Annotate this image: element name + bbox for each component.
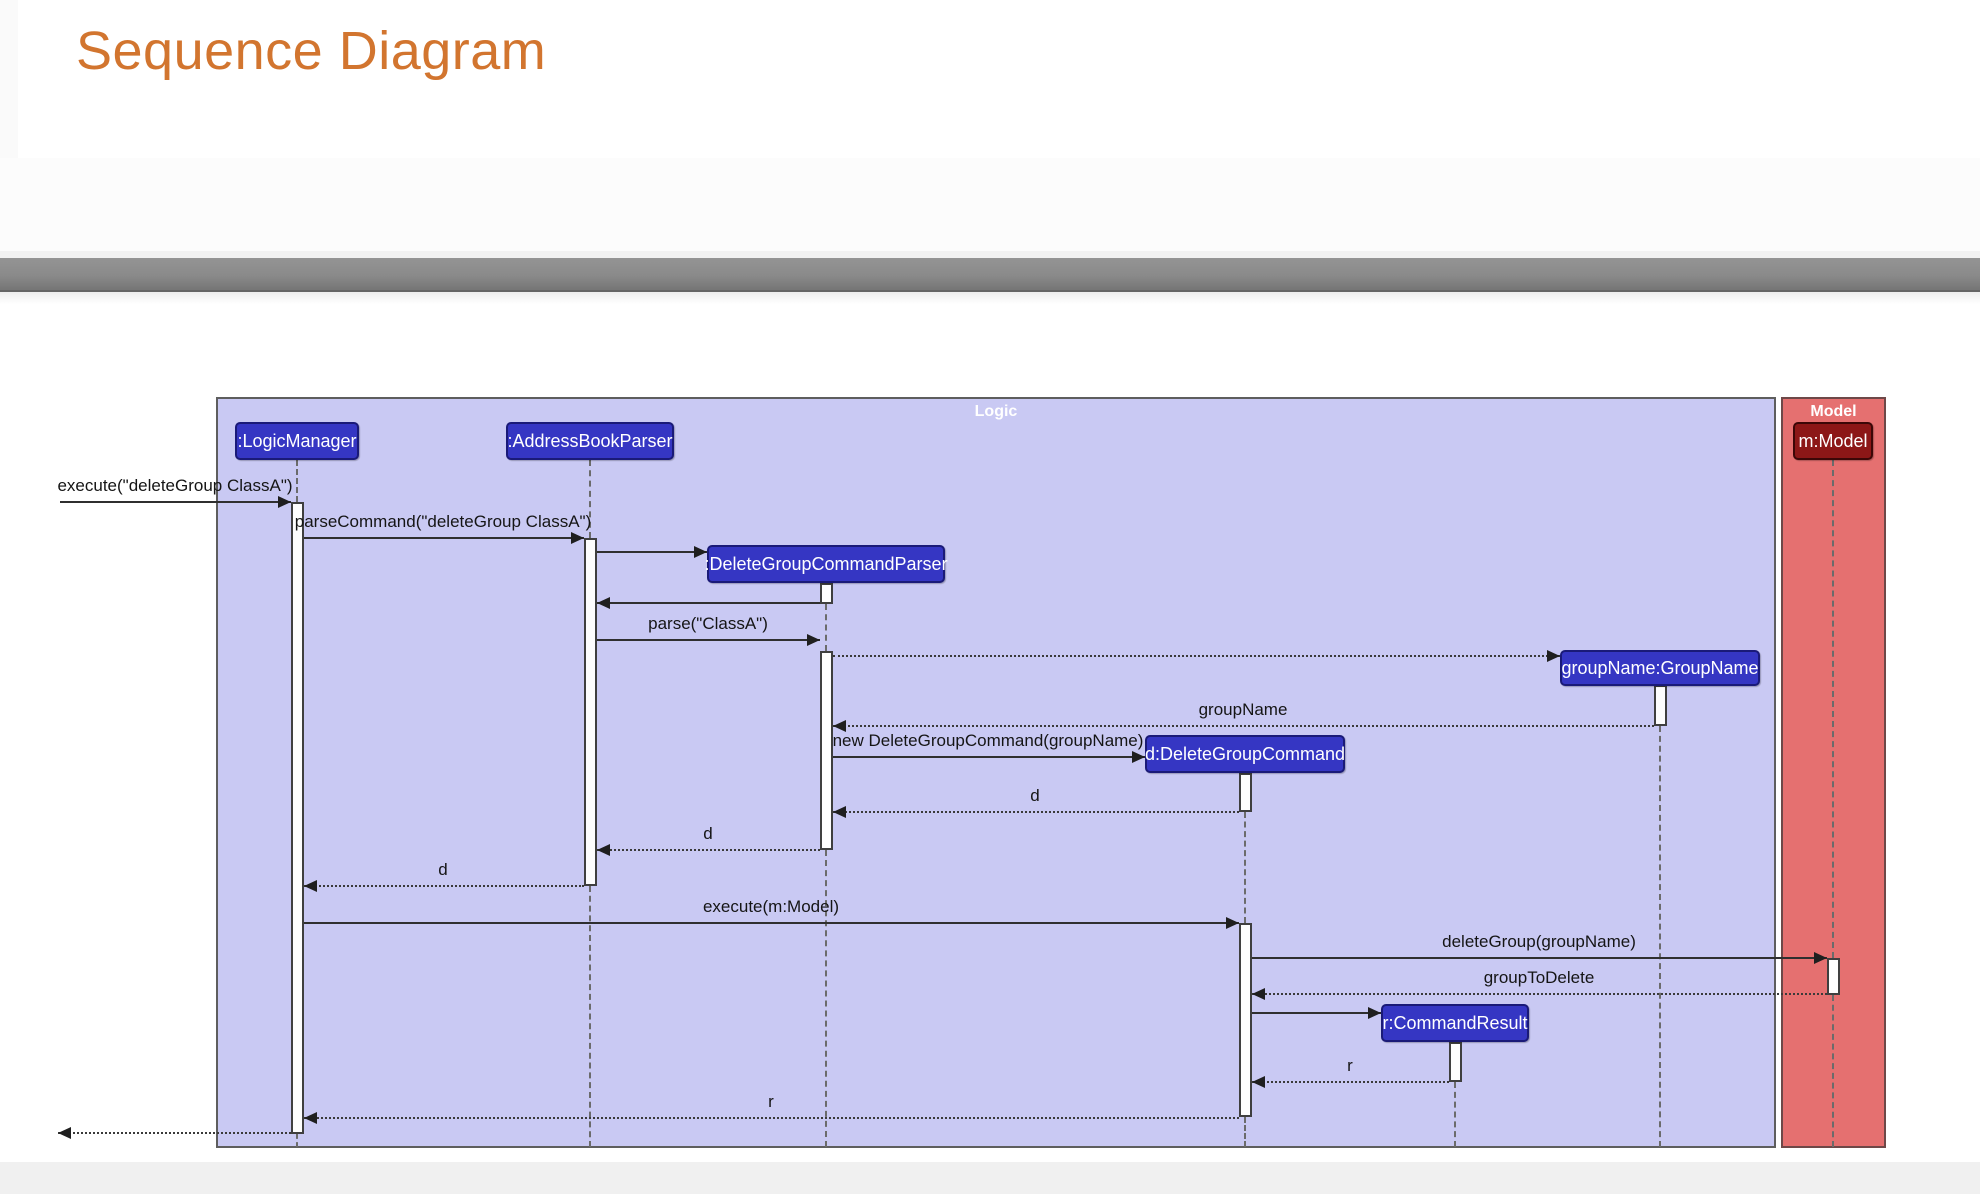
frame-model-label: Model — [1810, 403, 1857, 420]
message-line-final-return — [58, 1132, 291, 1134]
message-line-parse-command — [304, 537, 584, 539]
participant-delete-group-command: d:DeleteGroupCommand — [1145, 735, 1345, 773]
message-line-create-group-name — [833, 655, 1560, 657]
message-line-new-delete-group-command — [833, 756, 1145, 758]
message-line-execute — [60, 501, 291, 503]
page-bottom-strip — [0, 1162, 1980, 1194]
lifeline-model-object — [1832, 460, 1834, 958]
activation-model-object — [1827, 958, 1840, 995]
section-divider-bar — [0, 258, 1980, 292]
arrowhead-left-icon — [597, 844, 610, 856]
message-line-group-to-delete — [1252, 993, 1827, 995]
arrowhead-left-icon — [1252, 1076, 1265, 1088]
message-line-delete-group — [1252, 957, 1827, 959]
participant-delete-group-command-parser: :DeleteGroupCommandParser — [704, 545, 948, 583]
lifeline-logic-manager — [296, 1134, 298, 1147]
activation-delete-group-command-parser-2 — [820, 651, 833, 850]
arrowhead-right-icon — [694, 546, 707, 558]
lifeline-group-name — [1659, 726, 1661, 1147]
lifeline-delete-group-command — [1244, 1117, 1246, 1147]
arrowhead-right-icon — [1132, 751, 1145, 763]
message-label-execute: execute("deleteGroup ClassA") — [57, 476, 293, 495]
divider-shadow-bottom — [0, 292, 1980, 304]
message-line-return-d2 — [597, 849, 820, 851]
lifeline-delete-group-command-parser — [825, 604, 827, 651]
activation-group-name — [1654, 685, 1667, 726]
arrowhead-right-icon — [807, 634, 820, 646]
message-label-return-d3: d — [438, 860, 448, 879]
arrowhead-left-icon — [1252, 988, 1265, 1000]
message-line-create-command-result — [1252, 1012, 1381, 1014]
lifeline-logic-manager — [296, 460, 298, 502]
message-label-return-d2: d — [703, 824, 713, 843]
lifeline-address-book-parser — [589, 460, 591, 538]
message-label-return-r1: r — [1347, 1056, 1353, 1075]
lifeline-command-result — [1454, 1082, 1456, 1147]
arrowhead-left-icon — [58, 1127, 71, 1139]
arrowhead-left-icon — [833, 806, 846, 818]
activation-address-book-parser — [584, 538, 597, 886]
divider-shadow-top — [0, 251, 1980, 258]
page-title: Sequence Diagram — [76, 21, 547, 81]
title-card: Sequence Diagram — [18, 0, 1980, 158]
lifeline-delete-group-command-parser — [825, 850, 827, 1147]
message-label-group-name-return: groupName — [1198, 700, 1288, 719]
participant-address-book-parser: :AddressBookParser — [506, 422, 674, 460]
activation-logic-manager — [291, 502, 304, 1134]
message-line-group-name-return — [833, 725, 1654, 727]
message-line-parse — [597, 639, 820, 641]
arrowhead-left-icon — [304, 1112, 317, 1124]
activation-delete-group-command-parser-1 — [820, 583, 833, 604]
message-label-parse-command: parseCommand("deleteGroup ClassA") — [294, 512, 592, 531]
message-label-return-r2: r — [768, 1092, 774, 1111]
message-label-delete-group: deleteGroup(groupName) — [1442, 932, 1636, 951]
arrowhead-right-icon — [1547, 650, 1560, 662]
participant-model-object: m:Model — [1793, 422, 1873, 460]
participant-group-name: groupName:GroupName — [1560, 650, 1760, 686]
message-label-execute-model: execute(m:Model) — [702, 897, 840, 916]
message-line-execute-model — [304, 922, 1239, 924]
message-line-return-r2 — [304, 1117, 1239, 1119]
arrowhead-right-icon — [571, 532, 584, 544]
arrowhead-left-icon — [597, 597, 610, 609]
arrowhead-right-icon — [1226, 917, 1239, 929]
header-spacer — [0, 158, 1980, 251]
message-line-create-parser — [597, 551, 707, 553]
frame-logic-label: Logic — [974, 403, 1018, 420]
activation-delete-group-command-1 — [1239, 773, 1252, 812]
message-line-return-r1 — [1252, 1081, 1449, 1083]
message-label-parse: parse("ClassA") — [648, 614, 768, 633]
message-label-group-to-delete: groupToDelete — [1483, 968, 1595, 987]
message-label-return-d1: d — [1030, 786, 1040, 805]
frame-logic — [216, 397, 1776, 1148]
message-label-new-delete-group-command: new DeleteGroupCommand(groupName) — [832, 731, 1144, 750]
activation-command-result — [1449, 1042, 1462, 1082]
arrowhead-left-icon — [833, 720, 846, 732]
arrowhead-left-icon — [304, 880, 317, 892]
lifeline-address-book-parser — [589, 886, 591, 1147]
message-line-return-d1 — [833, 811, 1239, 813]
arrowhead-right-icon — [278, 496, 291, 508]
participant-logic-manager: :LogicManager — [235, 422, 359, 460]
lifeline-delete-group-command — [1244, 812, 1246, 923]
arrowhead-right-icon — [1368, 1007, 1381, 1019]
participant-command-result: r:CommandResult — [1381, 1004, 1529, 1042]
message-line-parser-return — [597, 602, 820, 604]
activation-delete-group-command-2 — [1239, 923, 1252, 1117]
arrowhead-right-icon — [1814, 952, 1827, 964]
message-line-return-d3 — [304, 885, 584, 887]
lifeline-model-object — [1832, 995, 1834, 1147]
